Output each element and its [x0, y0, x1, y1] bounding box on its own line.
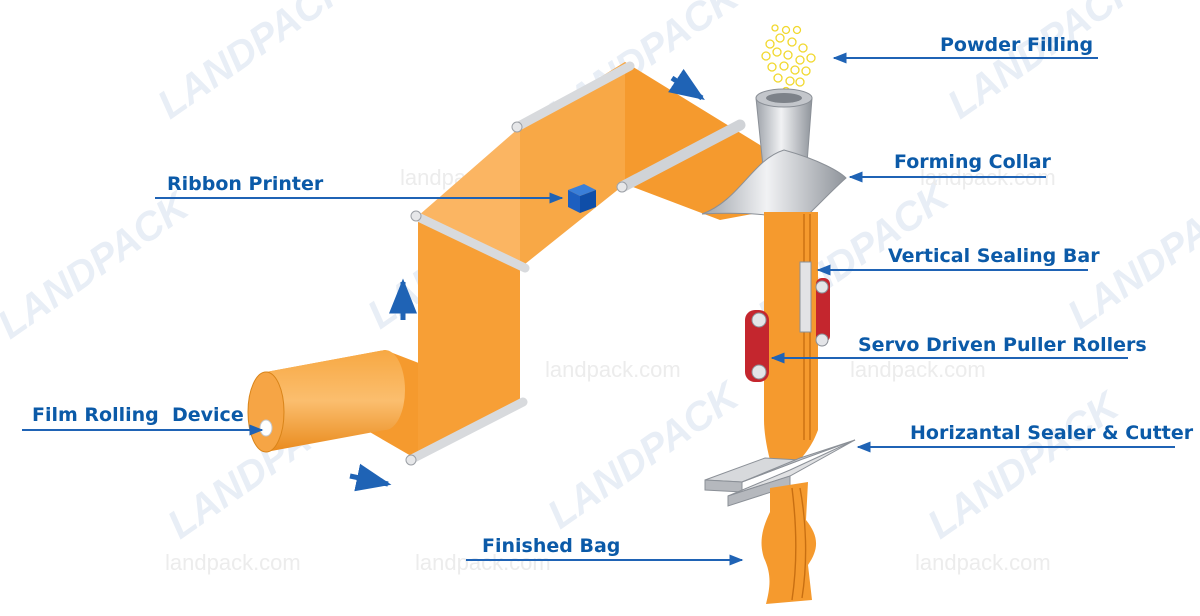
- film-roll-core: [259, 419, 273, 437]
- servo-puller-rollers: [745, 278, 830, 382]
- flow-arrows: [349, 68, 705, 492]
- label-film-rolling: Film Rolling Device: [32, 404, 244, 426]
- watermark-url: landpack.com: [165, 550, 301, 575]
- watermark-logo: LANDPACK: [920, 383, 1129, 548]
- film-roll-body: [266, 350, 405, 452]
- watermark-url: landpack.com: [850, 357, 986, 382]
- roller-end: [511, 121, 523, 133]
- watermark-url: landpack.com: [915, 550, 1051, 575]
- finished-bag-shape: [761, 482, 817, 604]
- watermark-url: landpack.com: [545, 357, 681, 382]
- watermark-logo: LANDPACK: [150, 0, 359, 127]
- watermark-logo: LANDPACK: [940, 0, 1149, 127]
- watermark-url: landpack.com: [415, 550, 551, 575]
- horizontal-sealer: [704, 439, 856, 507]
- puller-roller-left: [745, 310, 769, 382]
- film-rising-sheet: [418, 216, 520, 460]
- guide-roller: [616, 119, 746, 193]
- ribbon-printer-device: [568, 184, 596, 213]
- label-forming-collar: Forming Collar: [894, 151, 1052, 173]
- guide-roller: [411, 211, 530, 273]
- labels: Powder Filling Forming Collar Ribbon Pri…: [32, 34, 1194, 557]
- arrow-right-icon: [349, 463, 392, 492]
- roller-end: [410, 210, 422, 222]
- label-ribbon-printer: Ribbon Printer: [167, 173, 324, 195]
- watermark-logo: LANDPACK: [540, 373, 749, 538]
- label-vertical-sealing-bar: Vertical Sealing Bar: [888, 245, 1100, 267]
- guide-roller: [512, 61, 635, 132]
- roller-end: [616, 181, 628, 193]
- leader-lines: [22, 52, 1175, 566]
- powder-particles: [761, 24, 816, 105]
- vertical-bag-tube: [764, 212, 818, 460]
- film-roll-face: [247, 371, 285, 453]
- roller-end: [405, 454, 417, 466]
- arrow-down-right-icon: [668, 68, 705, 101]
- label-servo-rollers: Servo Driven Puller Rollers: [858, 334, 1147, 356]
- rollers: [405, 61, 746, 466]
- puller-roller-right: [816, 278, 830, 342]
- label-horizontal-sealer: Horizantal Sealer & Cutter: [910, 422, 1194, 444]
- finished-bag: [761, 482, 817, 604]
- label-finished-bag: Finished Bag: [482, 535, 620, 557]
- watermark-logo: LANDPACK: [0, 183, 199, 348]
- label-powder-filling: Powder Filling: [940, 34, 1093, 56]
- vertical-sealing-bar: [799, 261, 812, 333]
- guide-roller: [405, 397, 528, 465]
- forming-collar-assembly: [701, 88, 847, 223]
- tube-inner: [766, 93, 802, 103]
